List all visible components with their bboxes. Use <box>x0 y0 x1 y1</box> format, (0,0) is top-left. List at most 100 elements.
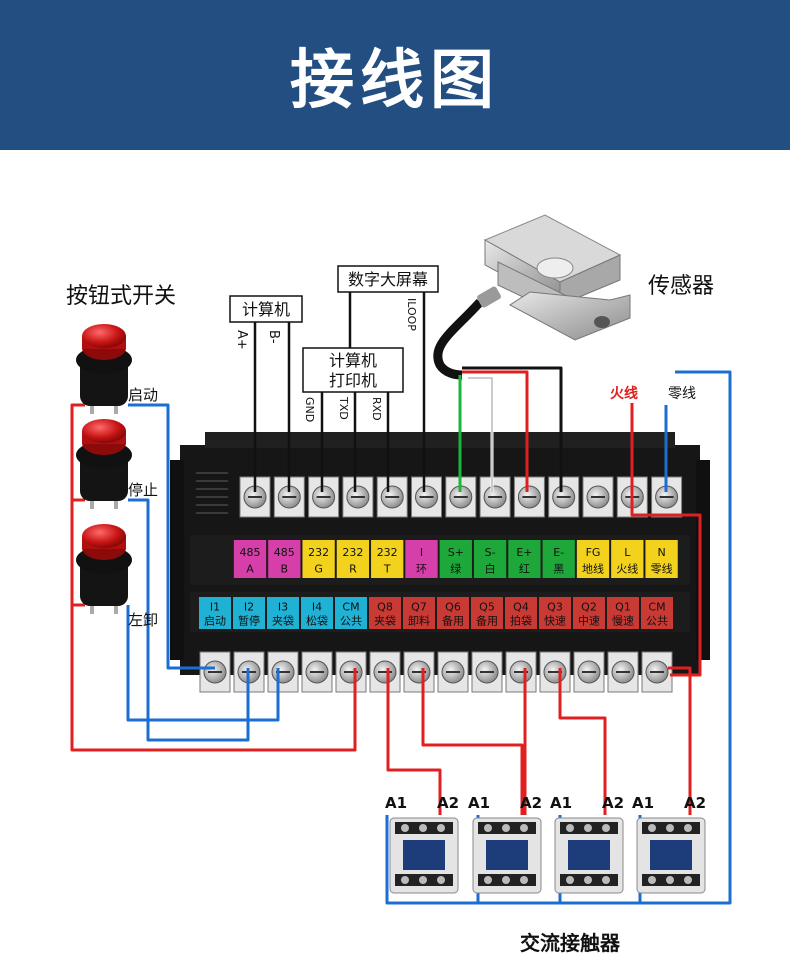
neutral-wire-label: 零线 <box>668 386 696 402</box>
top-label-meaning: 火线 <box>616 562 638 576</box>
bottom-label-color-block <box>573 597 605 629</box>
top-terminal-screw-3 <box>308 476 340 518</box>
computer-box: 计算机 <box>229 295 303 323</box>
top-label-meaning: 零线 <box>651 562 673 576</box>
bottom-terminal-screw-7 <box>403 651 435 693</box>
bottom-label-row: I1启动I2暂停I3夹袋I4松袋CM公共Q8夹袋Q7卸料Q6备用Q5备用Q4拍袋… <box>199 597 673 629</box>
computer-printer-label-1: 计算机 <box>329 351 377 370</box>
pin-b-minus-label: B- <box>266 330 281 344</box>
contactor-terminal-a2: A2 <box>520 794 542 812</box>
contactor-face <box>650 840 692 870</box>
top-label-code: 485 <box>274 546 295 559</box>
bottom-terminal-screw-5 <box>335 651 367 693</box>
bottom-label-color-block <box>233 597 265 629</box>
page-title: 接线图 <box>290 44 500 118</box>
top-label-cell: L火线 <box>611 540 644 578</box>
top-label-code: 485 <box>240 546 261 559</box>
bottom-label-code: I4 <box>312 600 322 613</box>
bottom-terminal-screw-6 <box>369 651 401 693</box>
top-label-meaning: 红 <box>519 563 530 576</box>
bottom-label-meaning: 备用 <box>442 614 464 628</box>
bottom-label-meaning: 公共 <box>646 615 668 628</box>
pin-txd-label: TXD <box>337 396 350 420</box>
top-label-cell: E+红 <box>508 540 541 578</box>
top-label-code: E- <box>553 546 564 559</box>
top-label-meaning: 绿 <box>450 562 461 576</box>
button-cap <box>82 324 126 348</box>
top-label-meaning: A <box>246 563 254 576</box>
bottom-label-meaning: 卸料 <box>408 614 430 628</box>
top-label-color-block <box>439 540 472 578</box>
bottom-terminal-screw-9 <box>471 651 503 693</box>
bottom-label-color-block <box>539 597 571 629</box>
bottom-label-meaning: 夹袋 <box>374 614 396 628</box>
bottom-label-code: I2 <box>244 600 254 613</box>
top-label-meaning: 白 <box>485 562 496 576</box>
push-button-label: 停止 <box>128 481 158 499</box>
wire-q7 <box>421 668 524 815</box>
top-label-cell: E-黑 <box>542 540 575 578</box>
top-label-color-block <box>508 540 541 578</box>
top-terminal-screw-6 <box>411 476 442 518</box>
wire-left-unload-blue <box>126 605 280 722</box>
live-wire-label: 火线 <box>610 385 638 402</box>
bottom-label-code: I1 <box>210 600 220 613</box>
bottom-terminal-screw-10 <box>505 651 537 693</box>
bottom-terminal-block <box>199 651 673 693</box>
top-label-code: N <box>657 546 665 559</box>
contactor-terminal-a2: A2 <box>602 794 624 812</box>
wire-sensor-white-edge <box>468 377 493 492</box>
bottom-label-color-block <box>403 597 435 629</box>
top-label-code: S+ <box>448 546 464 559</box>
wires <box>70 290 732 905</box>
top-label-color-block <box>371 540 404 578</box>
top-terminal-screw-10 <box>548 476 580 518</box>
bottom-label-color-block <box>369 597 401 629</box>
bottom-label-cell: CM 公共 <box>641 597 673 629</box>
big-screen-box: 数字大屏幕 <box>337 265 439 293</box>
bottom-label-code: CM <box>648 600 665 613</box>
wire-q3 <box>558 668 607 815</box>
top-label-color-block <box>542 540 575 578</box>
bottom-label-code: Q2 <box>581 600 597 613</box>
top-label-color-block <box>302 540 335 578</box>
wire-stop-button-blue <box>128 498 250 742</box>
bottom-label-meaning: 中速 <box>578 615 600 628</box>
bottom-label-code: Q7 <box>411 600 427 613</box>
top-label-meaning: R <box>349 563 357 576</box>
bottom-label-color-block <box>301 597 333 629</box>
contactor-terminal-a1: A1 <box>632 794 654 812</box>
top-terminal-screw-2 <box>273 476 305 518</box>
top-label-code: S- <box>485 546 496 559</box>
top-label-code: 232 <box>308 546 329 559</box>
contactor-terminal-a1: A1 <box>550 794 572 812</box>
bottom-terminal-screw-8 <box>437 651 469 693</box>
wire-cm-out <box>668 666 692 815</box>
bottom-label-color-block <box>437 597 469 629</box>
bottom-label-code: Q6 <box>445 600 461 613</box>
bottom-label-meaning: 夹袋 <box>272 614 294 628</box>
bottom-label-color-block <box>641 597 673 629</box>
bottom-label-cell: Q2 中速 <box>573 597 605 629</box>
wire-q8 <box>386 668 442 815</box>
contactor-face <box>568 840 610 870</box>
bottom-terminal-screw-11 <box>539 651 571 693</box>
bottom-label-meaning: 慢速 <box>612 615 634 628</box>
top-label-color-block <box>405 540 438 578</box>
top-label-color-block <box>576 540 610 578</box>
pin-a-plus-label: A+ <box>234 330 249 350</box>
bottom-label-meaning: 松袋 <box>306 614 328 628</box>
contactor-terminal-a2: A2 <box>437 794 459 812</box>
push-button-3: 左卸 <box>76 524 158 629</box>
sensor-label: 传感器 <box>648 274 714 299</box>
computer-printer-box: 计算机 打印机 <box>302 347 404 393</box>
bottom-terminal-screw-1 <box>199 651 231 693</box>
top-terminal-screw-8 <box>479 476 511 518</box>
